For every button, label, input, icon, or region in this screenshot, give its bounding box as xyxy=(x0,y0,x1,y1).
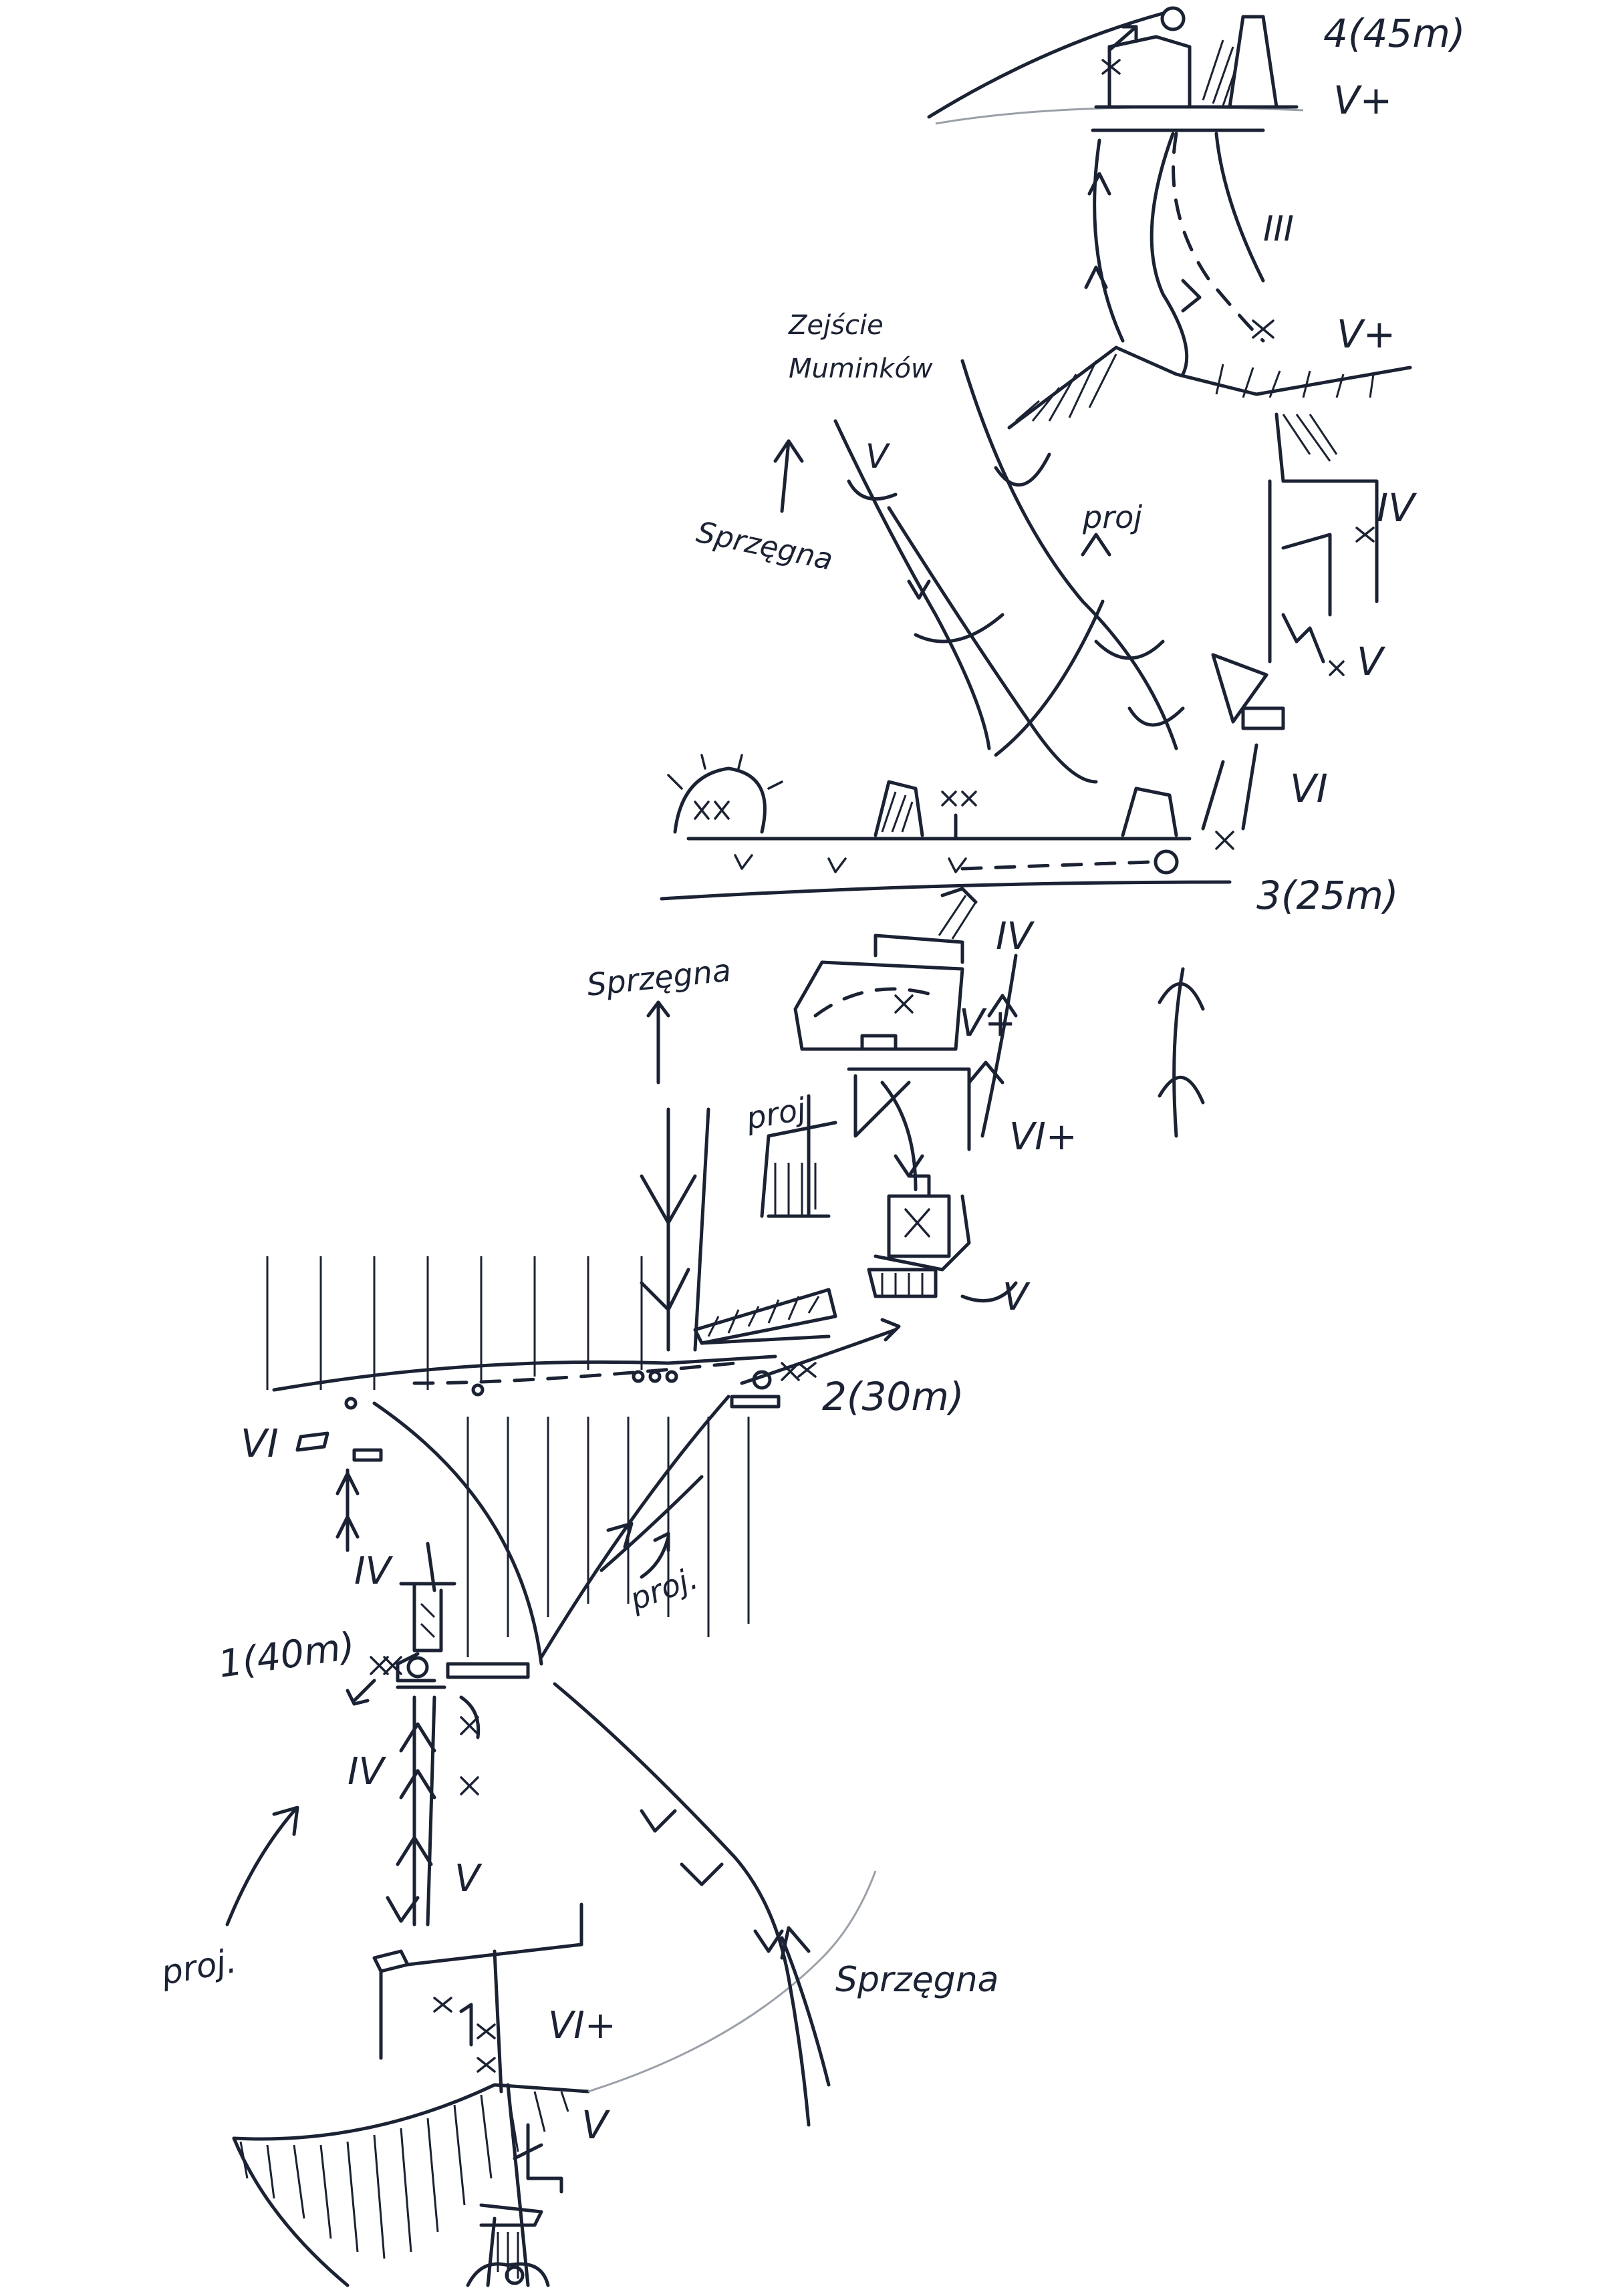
lower-wall-hatch xyxy=(372,1395,750,1666)
grade-upper-v: V xyxy=(1357,639,1386,684)
grade-lower-viplus: VI+ xyxy=(548,2004,616,2047)
grade-bottom-v: V xyxy=(581,2102,611,2148)
upper-crossing-routes xyxy=(833,359,1185,784)
left-pitch-VI-IV xyxy=(295,1431,530,1706)
grade-upper-iv: IV xyxy=(1377,485,1418,531)
note-proj-upper: proj xyxy=(1082,499,1142,535)
grade-lower-v: V xyxy=(454,1857,483,1900)
note-sprzeg-upper: Sprzęgna xyxy=(694,515,836,577)
belay-3-ledge xyxy=(660,754,1234,901)
mid-right-arrows xyxy=(1158,967,1205,1138)
upper-pitch-lines xyxy=(1084,132,1274,376)
belay-3-label: 3(25m) xyxy=(1256,873,1398,918)
sprzeg-arrows xyxy=(656,439,804,1085)
lower-pitch xyxy=(372,1695,583,2094)
proj-arrow-left xyxy=(225,1806,299,1926)
grade-mid-iv: IV xyxy=(996,915,1035,958)
roof-belay-2 xyxy=(266,1256,901,1410)
grade-top-mid: III xyxy=(1263,209,1294,249)
grade-left-iv: IV xyxy=(354,1550,394,1593)
note-proj-lower: proj. xyxy=(624,1560,702,1618)
right-descent-arc xyxy=(553,1682,831,2127)
belay-1-label: 1(40m) xyxy=(216,1624,358,1687)
note-sprzeg-mid: Sprzęgna xyxy=(585,952,733,1003)
grade-mid-v: V xyxy=(1002,1276,1031,1319)
mid-block-pitch xyxy=(760,887,1018,1303)
grade-left-vi: VI xyxy=(241,1421,279,1466)
grade-mid-viplus: VI+ xyxy=(1009,1115,1077,1159)
top-ridge xyxy=(927,6,1304,125)
belay-4-label: 4(45m) xyxy=(1323,11,1465,56)
upper-ledge xyxy=(1007,345,1412,430)
grade-top-right: V+ xyxy=(1333,78,1392,123)
mid-left-route xyxy=(640,1000,710,1352)
grade-mid-vplus: V+ xyxy=(959,1002,1016,1045)
grade-ledge-right: V+ xyxy=(1337,311,1395,357)
note-muminkow: Muminków xyxy=(789,353,933,384)
grade-upper-vi: VI xyxy=(1290,766,1328,811)
note-proj-bottom-left: proj. xyxy=(158,1941,239,1993)
note-zejscie: Zejście xyxy=(788,310,884,341)
note-sprzeg-bottom: Sprzęgna xyxy=(835,1960,999,2000)
upper-right-wall xyxy=(1201,412,1379,831)
bottom-roof xyxy=(232,1870,877,2287)
grade-upper-left-v: V xyxy=(865,437,891,476)
grade-lower-iv: IV xyxy=(348,1750,387,1793)
belay-2-label: 2(30m) xyxy=(822,1374,964,1419)
